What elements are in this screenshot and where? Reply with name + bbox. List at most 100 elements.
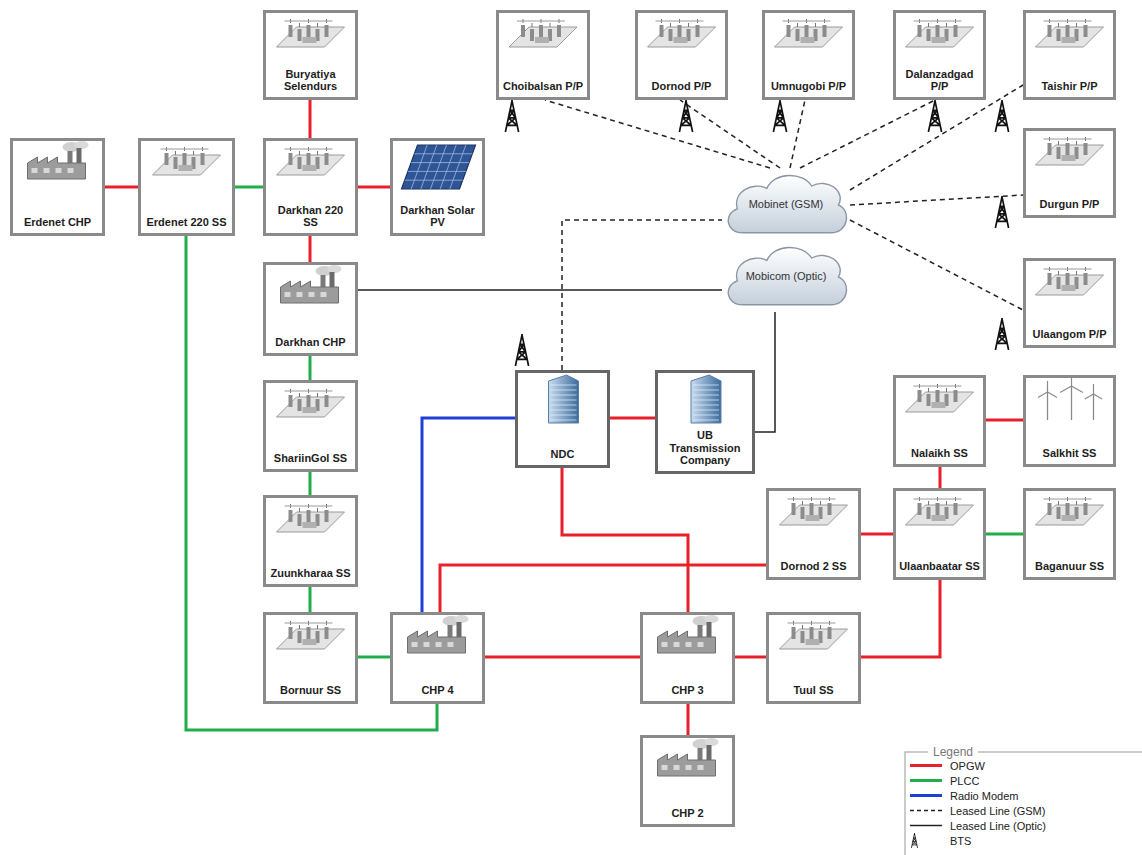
gsm-link	[545, 100, 770, 168]
station-label: Dalanzadgad P/P	[896, 68, 983, 97]
legend-row: Leased Line (Optic)	[908, 818, 1046, 833]
legend: OPGW PLCC Radio ModemLeased Line (GSM)Leas…	[908, 758, 1046, 848]
chp-icon	[13, 141, 102, 185]
station-box: Darkhan Solar PV	[390, 138, 485, 236]
station-box: Salkhit SS	[1023, 375, 1116, 467]
station-box: ShariinGol SS	[263, 380, 358, 472]
station-label: Tuul SS	[790, 684, 836, 701]
station-label: Choibalsan P/P	[500, 80, 586, 97]
ss-icon	[266, 13, 355, 57]
bts-tower	[773, 100, 786, 132]
station-label: Ulaangom P/P	[1030, 328, 1110, 345]
chp-icon	[643, 738, 732, 782]
ss-icon	[896, 378, 983, 422]
plcc-link	[235, 186, 263, 189]
cloud-label: Mobicom (Optic)	[732, 270, 841, 283]
station-label: UB Transmission Company	[658, 429, 752, 471]
legend-label: BTS	[950, 835, 971, 847]
opgw-link	[309, 100, 312, 138]
station-box: Darkhan CHP	[263, 262, 358, 356]
legend-line-sample	[908, 758, 944, 773]
opgw-link	[358, 186, 390, 189]
ss-icon	[1026, 491, 1113, 535]
legend-label: Radio Modem	[950, 790, 1018, 802]
ss-icon	[896, 13, 983, 57]
legend-row: PLCC	[908, 773, 1046, 788]
station-box: CHP 2	[640, 735, 735, 827]
station-box: Ulaanbaatar SS	[893, 488, 986, 580]
opgw-link	[309, 236, 312, 262]
ss-icon	[765, 13, 852, 57]
bts-tower	[928, 100, 941, 132]
ss-icon	[266, 615, 355, 659]
chp-icon	[643, 615, 732, 659]
station-box: Tuul SS	[766, 612, 861, 704]
opgw-link	[986, 419, 1023, 422]
optic-link	[755, 312, 775, 432]
station-label: CHP 4	[418, 684, 456, 701]
bts-tower	[515, 334, 528, 366]
opgw-link	[610, 417, 655, 420]
ss-icon	[266, 141, 355, 185]
station-label: Ulaanbaatar SS	[896, 560, 983, 577]
wind-icon	[1026, 378, 1113, 422]
plcc-link	[309, 356, 312, 380]
station-box: Dornod 2 SS	[766, 488, 861, 580]
station-label: Durgun P/P	[1037, 198, 1103, 215]
legend-line-sample	[908, 803, 944, 818]
station-label: Nalaikh SS	[908, 447, 971, 464]
station-box: Bornuur SS	[263, 612, 358, 704]
station-box: Erdenet 220 SS	[138, 138, 235, 236]
station-label: Darkhan Solar PV	[393, 204, 482, 233]
gsm-link	[800, 100, 935, 168]
ss-icon	[769, 615, 858, 659]
solar-icon	[393, 141, 482, 191]
gsm-link	[850, 195, 1023, 205]
gsm-link	[850, 85, 1023, 190]
station-label: Bornuur SS	[277, 684, 344, 701]
station-label: Darkhan 220 SS	[266, 204, 355, 233]
station-box: Durgun P/P	[1023, 128, 1116, 218]
ss-icon	[1026, 13, 1113, 57]
legend-row: BTS	[908, 833, 1046, 848]
station-label: CHP 3	[668, 684, 706, 701]
legend-row: OPGW	[908, 758, 1046, 773]
ss-icon	[1026, 261, 1113, 305]
station-box: Ulaangom P/P	[1023, 258, 1116, 348]
opgw-link	[735, 656, 766, 659]
station-label: CHP 2	[668, 807, 706, 824]
bts-tower	[995, 100, 1008, 132]
network-cloud: Mobinet (GSM)	[722, 168, 850, 240]
legend-line-sample	[908, 773, 944, 788]
station-box: Dornod P/P	[635, 10, 728, 100]
opgw-link	[485, 656, 640, 659]
station-label: Taishir P/P	[1038, 80, 1100, 97]
station-box: Dalanzadgad P/P	[893, 10, 986, 100]
plcc-link	[309, 587, 312, 612]
ss-icon	[499, 13, 587, 57]
ss-icon	[896, 491, 983, 535]
ss-icon	[638, 13, 725, 57]
legend-label: PLCC	[950, 775, 979, 787]
opgw-link	[687, 704, 690, 735]
opgw-link	[440, 565, 766, 612]
station-label: Darkhan CHP	[272, 336, 348, 353]
legend-row: Leased Line (GSM)	[908, 803, 1046, 818]
gsm-link	[562, 220, 722, 370]
radio-link	[422, 418, 515, 612]
ss-icon	[266, 383, 355, 427]
bts-tower	[995, 196, 1008, 228]
bld-icon	[518, 373, 607, 425]
gsm-link	[680, 100, 780, 168]
station-box: Umnugobi P/P	[762, 10, 855, 100]
station-label: Erdenet CHP	[21, 216, 94, 233]
station-box: Zuunkharaa SS	[263, 495, 358, 587]
opgw-link	[105, 186, 138, 189]
station-label: Dornod P/P	[649, 80, 715, 97]
plcc-link	[986, 533, 1023, 536]
optic-link	[358, 289, 722, 291]
station-label: Erdenet 220 SS	[143, 216, 229, 233]
legend-tower-sample	[908, 833, 944, 848]
station-box: CHP 3	[640, 612, 735, 704]
